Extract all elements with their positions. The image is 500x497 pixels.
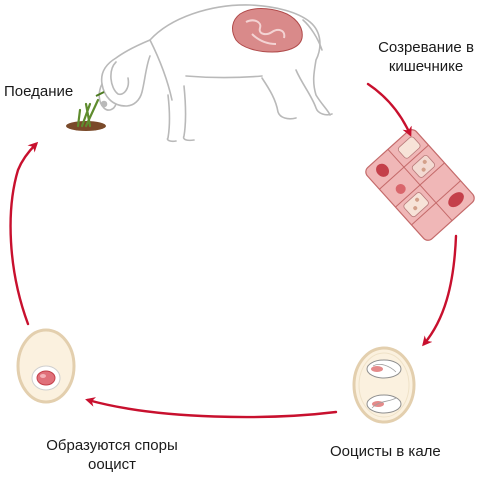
arrow-feces-to-spores: [85, 397, 338, 419]
cycle-arrows: [9, 82, 458, 419]
label-maturation-line1: Созревание в: [378, 39, 474, 56]
arrow-intestine-to-feces: [422, 234, 458, 347]
dog-intestine-icon: [232, 8, 303, 53]
label-oocysts-feces: Ооцисты в кале: [330, 443, 441, 460]
label-spores: Образуются споры ооцист: [14, 436, 210, 474]
oocyst-feces-icon: [352, 346, 416, 424]
label-spores-line2: ооцист: [87, 456, 137, 473]
label-maturation: Созревание в кишечнике: [356, 38, 496, 76]
label-maturation-line2: кишечнике: [388, 58, 464, 75]
arrow-ingestion-to-intestine: [366, 82, 412, 137]
sporulated-oocyst-icon: [16, 328, 76, 404]
dog-illustration: [98, 4, 333, 143]
label-ingestion: Поедание: [4, 83, 74, 100]
label-spores-line1: Образуются споры: [46, 437, 178, 454]
intestine-tissue-icon: [365, 129, 475, 241]
feces-grass-icon: [66, 91, 106, 131]
arrow-spores-to-ingestion: [9, 141, 39, 326]
